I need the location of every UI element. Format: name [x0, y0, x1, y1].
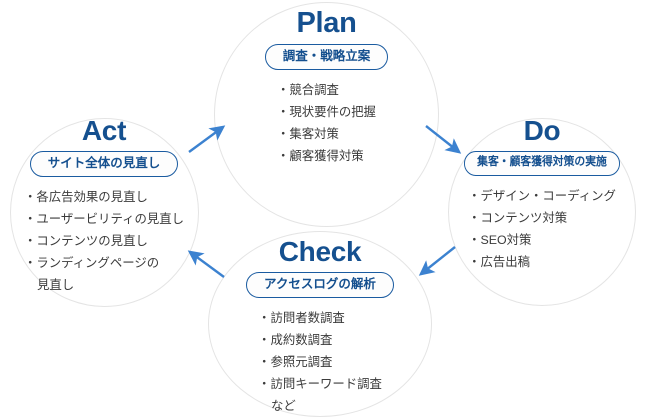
list-item-continuation: 見直し: [36, 278, 75, 293]
node-bullets-check: ・訪問者数調査 ・成約数調査 ・参照元調査 ・訪問キーワード調査など: [258, 307, 382, 417]
list-item: ・現状要件の把握: [277, 101, 376, 123]
list-item: ・コンテンツ対策: [468, 207, 616, 229]
list-item: ・コンテンツの見直し: [24, 230, 184, 252]
list-item: ・顧客獲得対策: [277, 145, 376, 167]
bullet-marker: ・: [258, 377, 271, 392]
list-item-label: 参照元調査: [270, 355, 333, 370]
node-title-act: Act: [81, 115, 127, 146]
node-do: Do 集客・顧客獲得対策の実施 ・デザイン・コーディング ・コンテンツ対策 ・S…: [446, 116, 638, 273]
bullet-marker: ・: [276, 82, 290, 97]
list-item-label: 訪問者数調査: [270, 310, 345, 325]
bullet-marker: ・: [468, 255, 481, 270]
list-item: ・SEO対策: [468, 229, 616, 251]
list-item-label: 訪問キーワード調査: [270, 377, 382, 392]
list-item: ・ユーザービリティの見直し: [24, 208, 184, 230]
list-item-label: SEO対策: [480, 233, 532, 248]
bullet-marker: ・: [23, 256, 37, 271]
bullet-marker: ・: [23, 189, 37, 204]
bullet-marker: ・: [258, 355, 271, 370]
list-item-label: ユーザービリティの見直し: [36, 211, 185, 226]
list-item: ・訪問者数調査: [258, 307, 382, 329]
bullet-marker: ・: [258, 310, 271, 325]
list-item-label: 競合調査: [289, 82, 339, 97]
bullet-marker: ・: [23, 234, 37, 249]
circle-outline-act: [10, 118, 199, 307]
bullet-marker: ・: [468, 210, 481, 225]
node-pill-plan: 調査・戦略立案: [264, 44, 389, 70]
node-bullets-do: ・デザイン・コーディング ・コンテンツ対策 ・SEO対策 ・広告出稿: [468, 185, 616, 273]
bullet-marker: ・: [276, 149, 290, 164]
bullet-marker: ・: [468, 188, 481, 203]
bullet-marker: ・: [258, 332, 271, 347]
list-item-label: ランディングページの: [36, 256, 160, 271]
bullet-marker: ・: [468, 233, 481, 248]
list-item: ・広告出稿: [468, 251, 616, 273]
list-item-label: 成約数調査: [270, 332, 333, 347]
list-item: ・成約数調査: [258, 329, 382, 351]
list-item-label: デザイン・コーディング: [480, 188, 616, 203]
node-title-check: Check: [278, 236, 362, 267]
list-item-label: 集客対策: [289, 127, 339, 142]
node-check: Check アクセスログの解析 ・訪問者数調査 ・成約数調査 ・参照元調査 ・訪…: [208, 237, 432, 417]
node-act: Act サイト全体の見直し ・各広告効果の見直し ・ユーザービリティの見直し ・…: [8, 116, 200, 296]
bullet-marker: ・: [23, 211, 37, 226]
list-item: ・参照元調査: [258, 351, 382, 373]
list-item: ・各広告効果の見直し: [24, 186, 184, 208]
circle-outline-check: [208, 231, 432, 417]
node-pill-do: 集客・顧客獲得対策の実施: [463, 151, 621, 176]
list-item-label: コンテンツ対策: [480, 210, 568, 225]
circle-outline-plan: [214, 2, 439, 227]
list-item-label: コンテンツの見直し: [36, 234, 148, 249]
list-item: ・訪問キーワード調査など: [258, 373, 382, 417]
list-item: ・集客対策: [277, 123, 376, 145]
list-item-continuation: など: [271, 399, 296, 414]
node-plan: Plan 調査・戦略立案 ・競合調査 ・現状要件の把握 ・集客対策 ・顧客獲得対…: [214, 8, 439, 167]
node-title-plan: Plan: [296, 7, 357, 39]
node-title-do: Do: [523, 115, 561, 146]
node-pill-check: アクセスログの解析: [246, 272, 394, 298]
bullet-marker: ・: [276, 127, 290, 142]
list-item-label: 現状要件の把握: [289, 105, 377, 120]
list-item: ・デザイン・コーディング: [468, 185, 616, 207]
list-item-label: 顧客獲得対策: [289, 149, 364, 164]
list-item-label: 各広告効果の見直し: [36, 189, 148, 204]
bullet-marker: ・: [276, 105, 290, 120]
list-item: ・ランディングページの見直し: [24, 252, 184, 296]
node-pill-act: サイト全体の見直し: [29, 151, 179, 177]
list-item-label: 広告出稿: [480, 255, 531, 270]
circle-outline-do: [448, 118, 636, 306]
node-bullets-act: ・各広告効果の見直し ・ユーザービリティの見直し ・コンテンツの見直し ・ランデ…: [24, 186, 184, 296]
list-item: ・競合調査: [277, 79, 376, 101]
node-bullets-plan: ・競合調査 ・現状要件の把握 ・集客対策 ・顧客獲得対策: [277, 79, 376, 167]
